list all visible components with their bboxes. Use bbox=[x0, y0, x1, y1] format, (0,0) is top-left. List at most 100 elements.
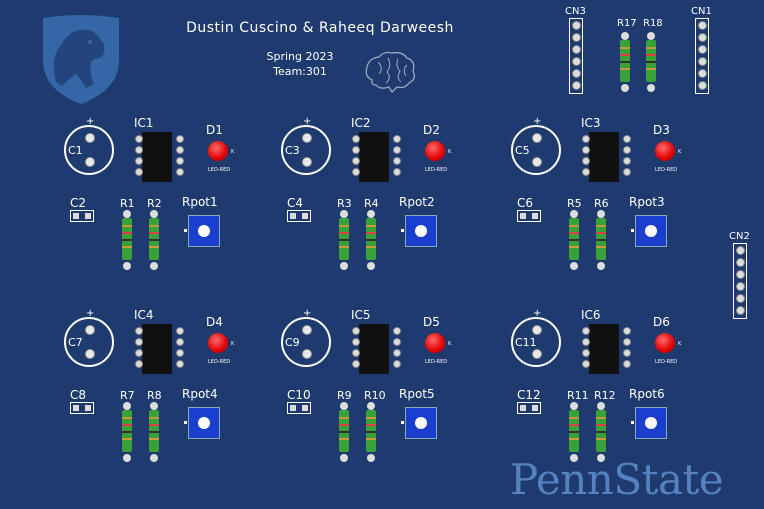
ic-designator: IC3 bbox=[581, 116, 601, 130]
capacitor-pad bbox=[85, 157, 95, 167]
resistor bbox=[595, 210, 607, 270]
led-label: LED-RED bbox=[425, 359, 448, 365]
header-pin bbox=[572, 21, 581, 30]
pot-designator: Rpot5 bbox=[399, 387, 435, 401]
cap-polarity-mark: + bbox=[303, 308, 312, 319]
ic-pin bbox=[176, 338, 184, 346]
resistor-band bbox=[569, 232, 579, 234]
pot-pin1-dot bbox=[401, 229, 404, 232]
led-cathode-mark: K bbox=[231, 149, 235, 155]
resistor-band bbox=[149, 438, 159, 440]
ic-pin bbox=[393, 349, 401, 357]
resistor-band bbox=[339, 424, 349, 426]
led-label: LED-RED bbox=[208, 167, 231, 173]
resistor-band bbox=[596, 431, 606, 433]
resistor bbox=[121, 402, 133, 462]
smd-cap-designator: C2 bbox=[70, 196, 87, 210]
resistor-band bbox=[149, 239, 159, 241]
resistor-designator: R10 bbox=[364, 389, 386, 402]
resistor-band bbox=[122, 431, 132, 433]
ic-pin bbox=[393, 338, 401, 346]
resistor-pad bbox=[570, 454, 578, 462]
brain-icon bbox=[365, 51, 415, 94]
resistor-band bbox=[339, 239, 349, 241]
header-pin bbox=[736, 246, 745, 255]
ic-pin bbox=[135, 135, 143, 143]
resistor bbox=[148, 210, 160, 270]
resistor-band bbox=[596, 438, 606, 440]
capacitor-pad bbox=[532, 157, 542, 167]
led-label: LED-RED bbox=[208, 359, 231, 365]
pot-designator: Rpot2 bbox=[399, 195, 435, 209]
smd-capacitor bbox=[287, 402, 311, 414]
pot-knob bbox=[198, 225, 210, 237]
ic-pin bbox=[135, 349, 143, 357]
resistor-pad bbox=[621, 84, 629, 92]
red-led bbox=[655, 141, 675, 161]
semester-label: Spring 2023 bbox=[266, 50, 334, 63]
resistor-band bbox=[569, 225, 579, 227]
resistor-pad bbox=[340, 262, 348, 270]
resistor-pad bbox=[367, 262, 375, 270]
resistor-designator: R5 bbox=[567, 197, 582, 210]
cap-polarity-mark: + bbox=[86, 116, 95, 127]
resistor bbox=[619, 32, 631, 92]
resistor-band bbox=[122, 424, 132, 426]
ic-pin bbox=[623, 135, 631, 143]
ic-pin bbox=[582, 135, 590, 143]
smd-pad bbox=[73, 405, 79, 411]
electrolytic-capacitor bbox=[511, 317, 561, 367]
ic-pin bbox=[393, 327, 401, 335]
ic-pin bbox=[623, 157, 631, 165]
header-pin bbox=[698, 69, 707, 78]
resistor-pad bbox=[647, 32, 655, 40]
resistor bbox=[121, 210, 133, 270]
resistor-band bbox=[569, 246, 579, 248]
resistor-band bbox=[339, 431, 349, 433]
resistor-band bbox=[366, 417, 376, 419]
resistor-designator: R18 bbox=[643, 18, 663, 29]
capacitor-pad bbox=[302, 325, 312, 335]
resistor bbox=[365, 402, 377, 462]
led-label: LED-RED bbox=[655, 167, 678, 173]
resistor-band bbox=[569, 417, 579, 419]
ic-pin bbox=[352, 360, 360, 368]
ic-pin bbox=[623, 349, 631, 357]
resistor-designator: R4 bbox=[364, 197, 379, 210]
resistor bbox=[365, 210, 377, 270]
led-cathode-mark: K bbox=[448, 149, 452, 155]
resistor-band bbox=[569, 438, 579, 440]
smd-pad bbox=[85, 405, 91, 411]
resistor-pad bbox=[340, 210, 348, 218]
resistor-pad bbox=[367, 402, 375, 410]
smd-pad bbox=[73, 213, 79, 219]
pin-header-connector bbox=[733, 243, 747, 319]
capacitor-pad bbox=[302, 133, 312, 143]
capacitor-designator: C5 bbox=[515, 144, 530, 157]
led-cathode-mark: K bbox=[678, 341, 682, 347]
header-pin bbox=[572, 81, 581, 90]
capacitor-designator: C11 bbox=[515, 336, 537, 349]
smd-pad bbox=[85, 213, 91, 219]
cap-polarity-mark: + bbox=[303, 116, 312, 127]
resistor-band bbox=[646, 54, 656, 56]
resistor-designator: R17 bbox=[617, 18, 637, 29]
pot-pin1-dot bbox=[184, 421, 187, 424]
resistor-band bbox=[149, 232, 159, 234]
pot-pin1-dot bbox=[631, 229, 634, 232]
smd-capacitor bbox=[70, 210, 94, 222]
resistor-band bbox=[596, 417, 606, 419]
ic-pin bbox=[352, 338, 360, 346]
pin-header-connector bbox=[695, 18, 709, 94]
connector-label: CN1 bbox=[691, 6, 712, 17]
resistor-band bbox=[569, 424, 579, 426]
potentiometer bbox=[405, 215, 437, 247]
resistor-pad bbox=[123, 402, 131, 410]
resistor-band bbox=[339, 438, 349, 440]
resistor-band bbox=[149, 225, 159, 227]
capacitor-pad bbox=[85, 133, 95, 143]
resistor-band bbox=[620, 61, 630, 63]
capacitor-pad bbox=[532, 349, 542, 359]
led-cathode-mark: K bbox=[448, 341, 452, 347]
resistor-band bbox=[339, 246, 349, 248]
